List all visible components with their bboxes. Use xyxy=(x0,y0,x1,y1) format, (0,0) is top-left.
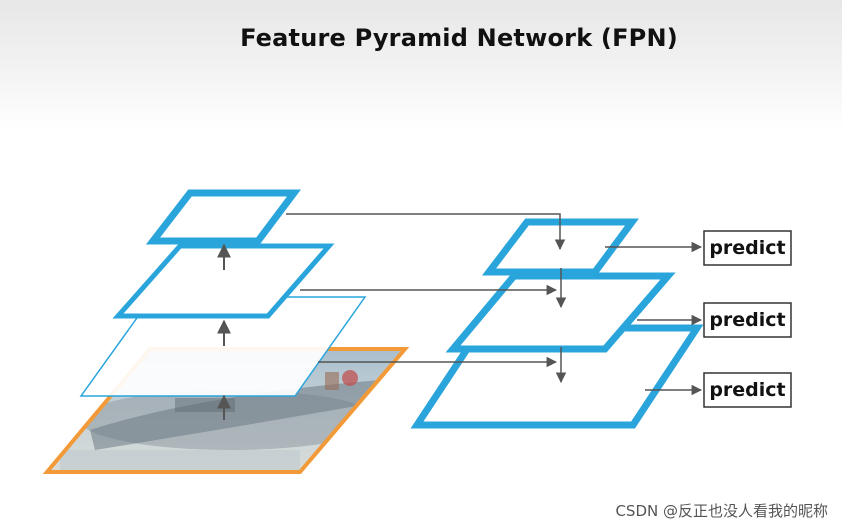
predict-label-1: predict xyxy=(709,237,785,259)
csdn-watermark: CSDN @反正也没人看我的昵称 xyxy=(615,502,828,520)
header-band xyxy=(0,0,842,130)
bottom-up-level-3 xyxy=(145,189,301,245)
lateral-connections xyxy=(286,213,566,368)
predict-arrows xyxy=(605,241,703,396)
page-title: Feature Pyramid Network (FPN) xyxy=(240,24,678,52)
lateral-top xyxy=(286,213,566,251)
predict-box-3: predict xyxy=(703,372,792,408)
predict-label-2: predict xyxy=(709,309,785,331)
bottom-up-level-2 xyxy=(112,243,335,319)
predict-label-3: predict xyxy=(709,379,785,401)
predict-box-2: predict xyxy=(703,302,792,338)
top-down-level-2 xyxy=(445,272,676,353)
predict-box-1: predict xyxy=(703,230,792,266)
